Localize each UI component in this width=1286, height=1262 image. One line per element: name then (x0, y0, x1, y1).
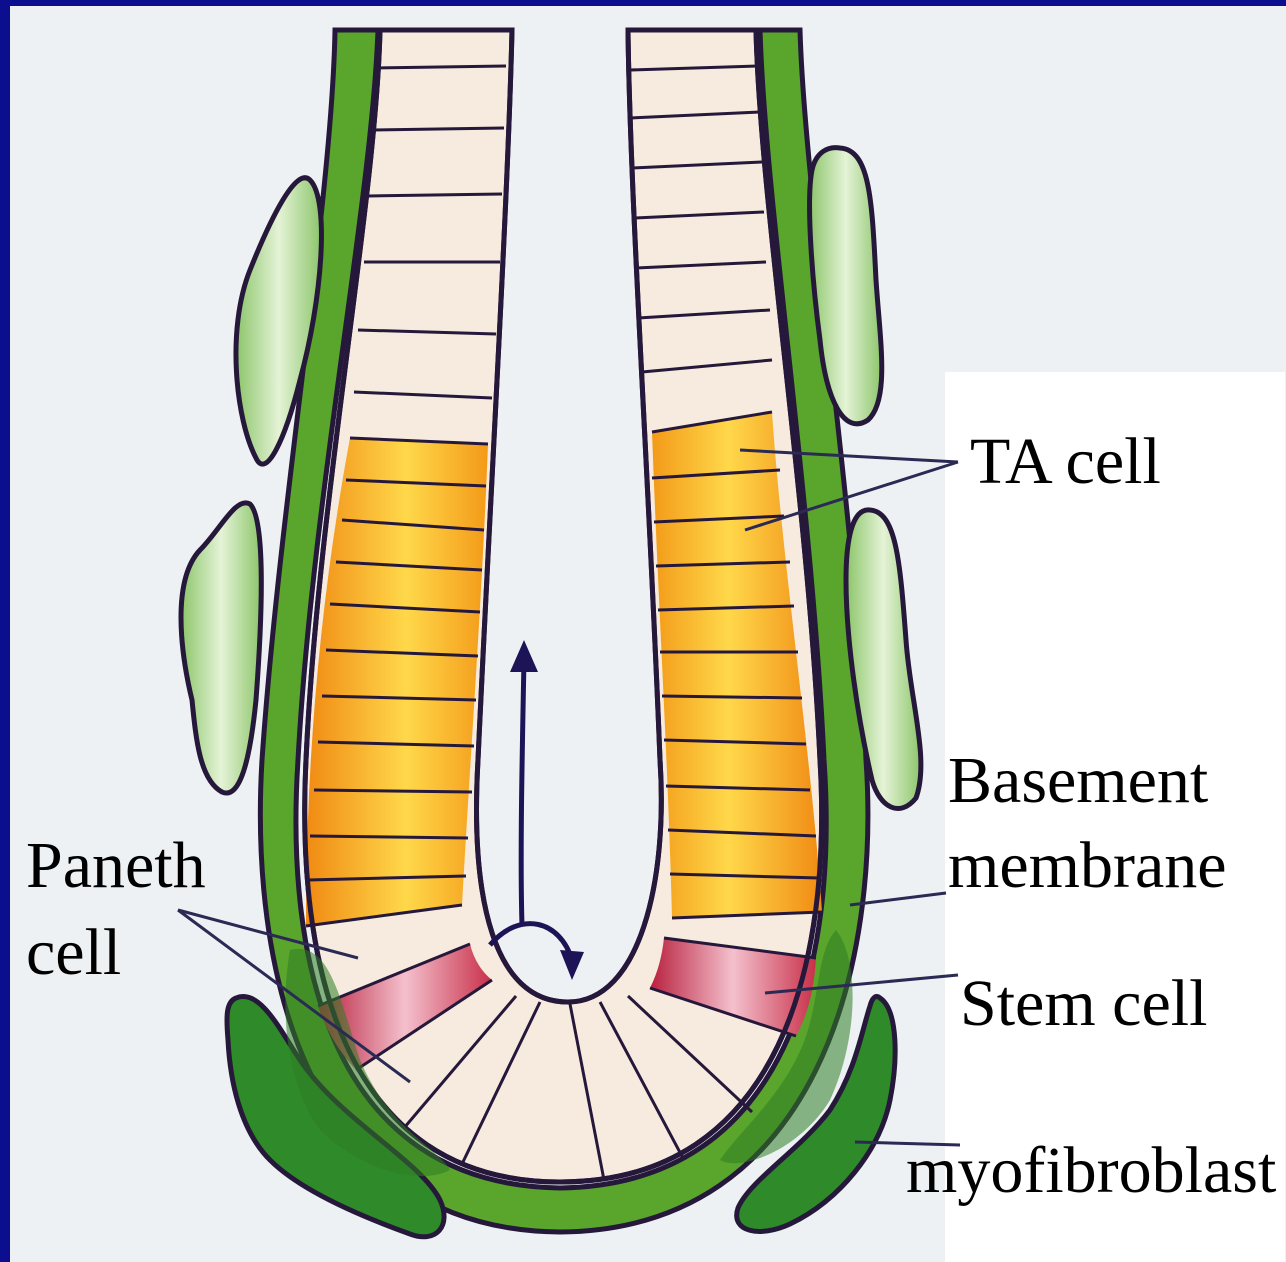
myofibroblast-label: myofibroblast (906, 1133, 1276, 1209)
stem-cell-label: Stem cell (960, 966, 1207, 1042)
basement-membrane-label-line2: membrane (948, 828, 1227, 904)
migration-arrow-up (521, 660, 524, 925)
ta-cell-label: TA cell (970, 424, 1161, 500)
paneth-cell-label-line1: Paneth (26, 828, 206, 904)
paneth-cell-label-line2: cell (26, 915, 121, 991)
basement-membrane-label-line1: Basement (948, 743, 1208, 819)
